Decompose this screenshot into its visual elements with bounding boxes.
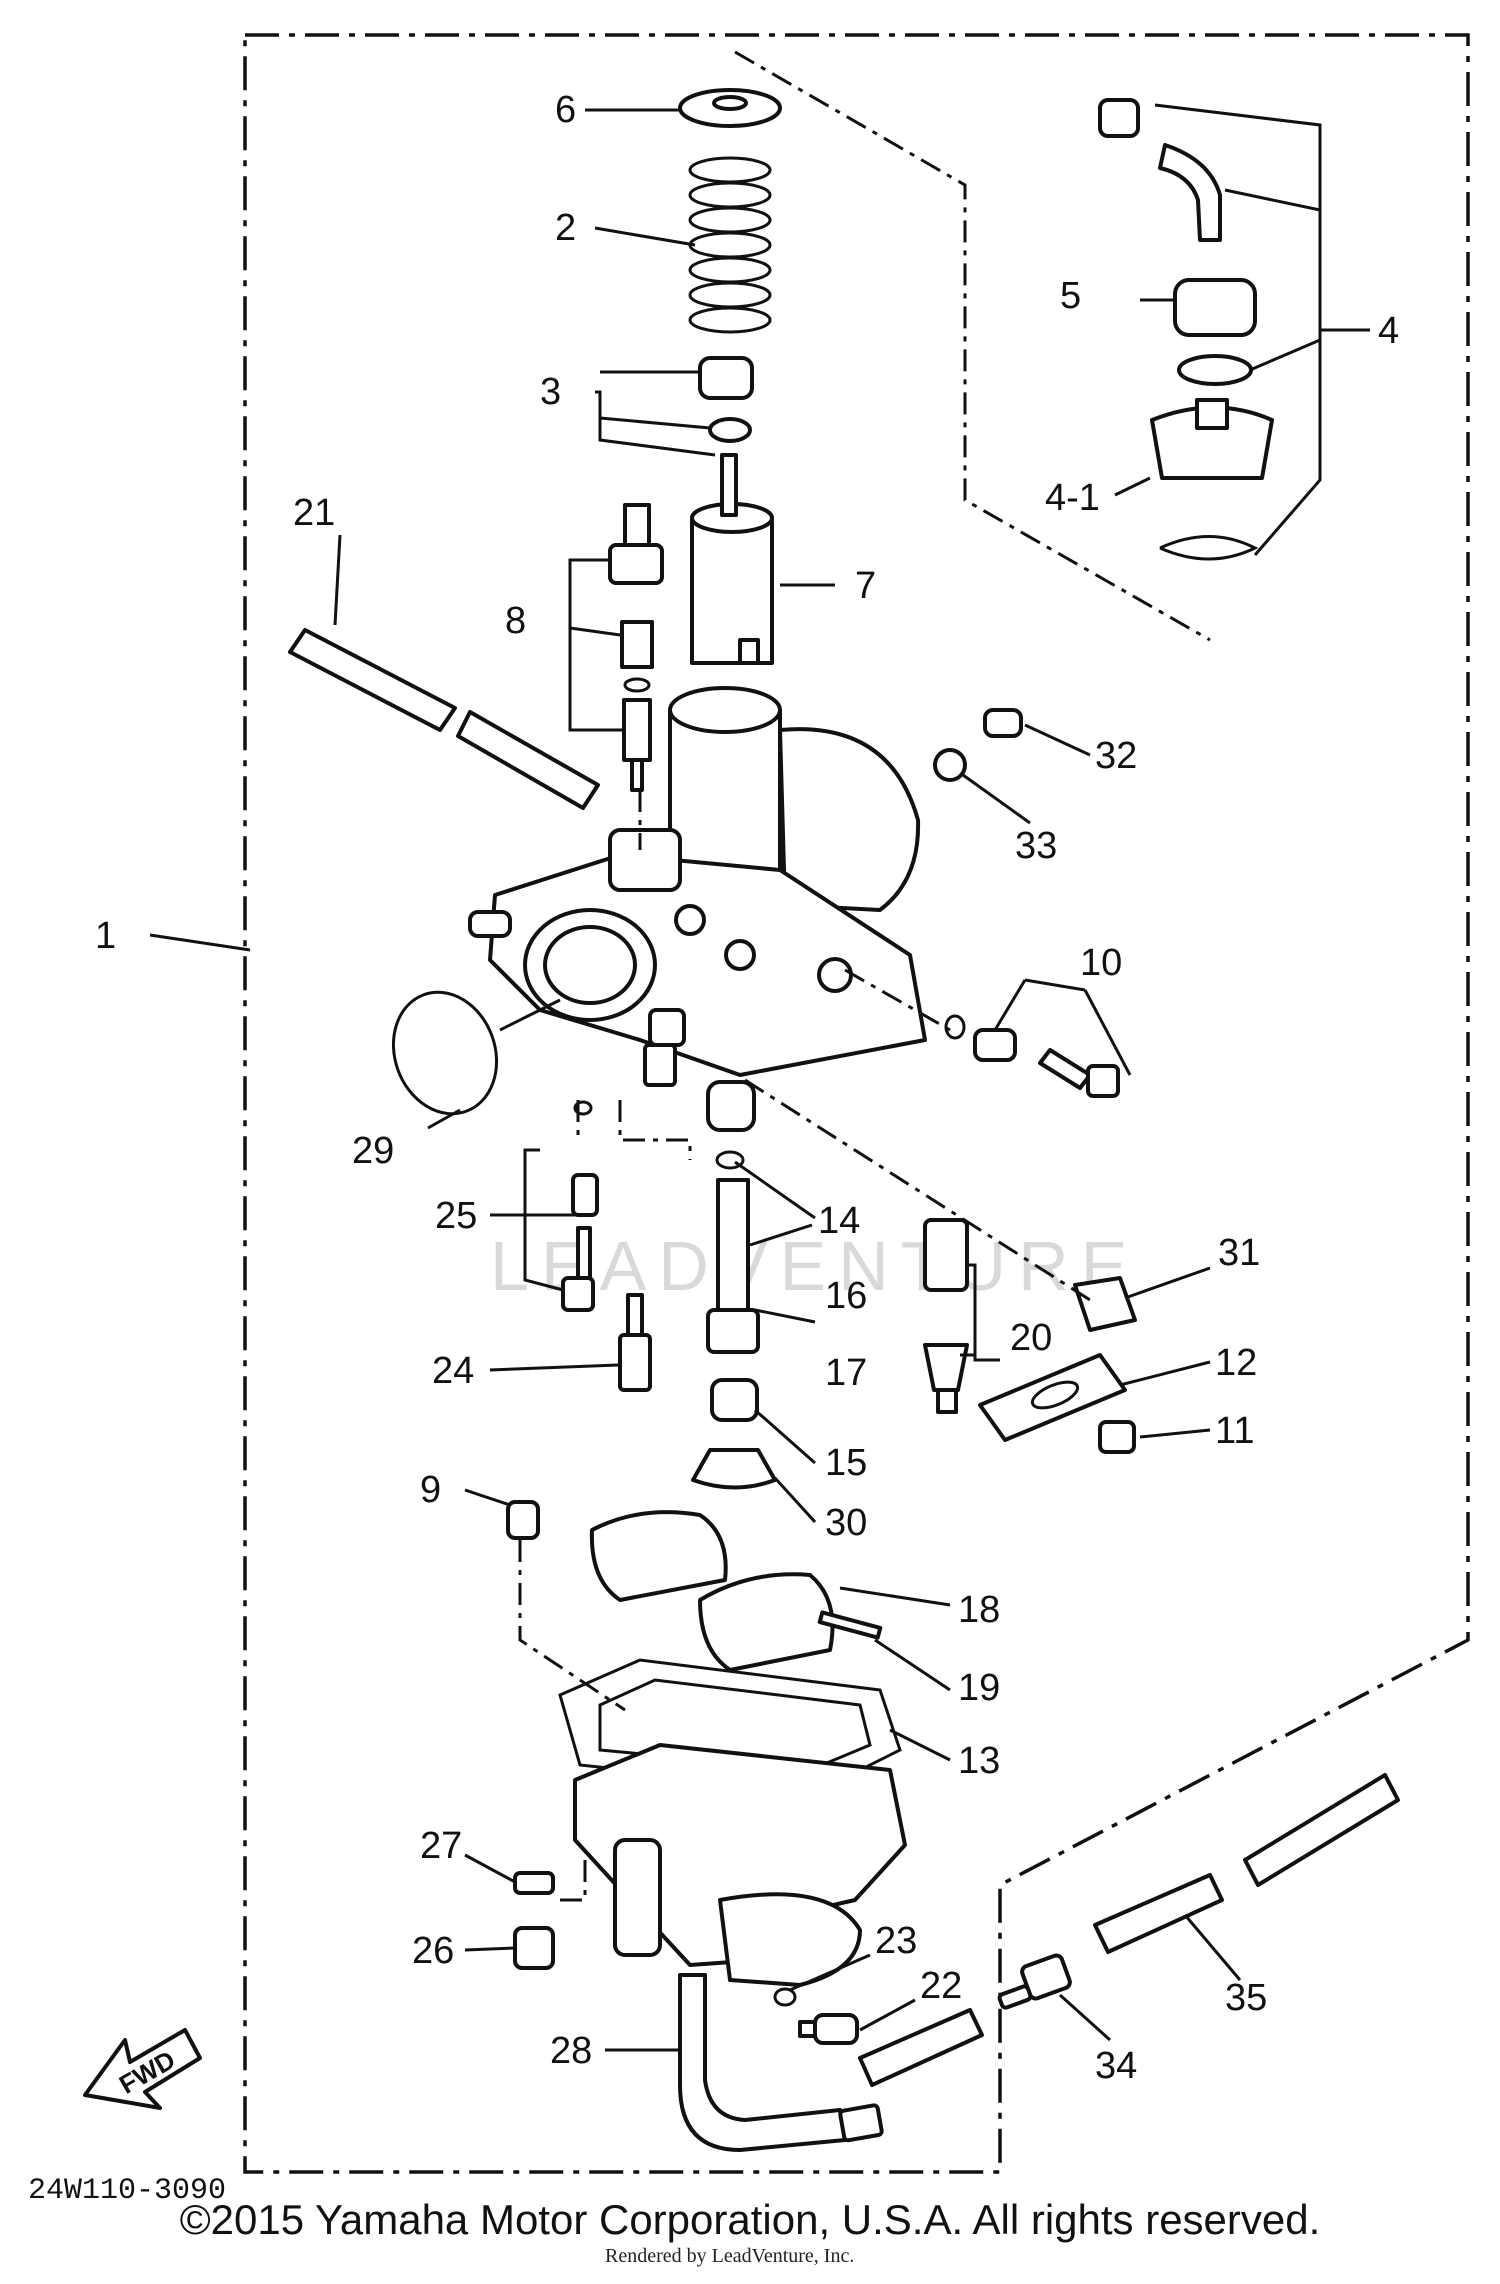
- callout-25: 25: [435, 1195, 477, 1237]
- part-13-gasket: [558, 1658, 902, 1792]
- part-20-pilot-jet: [923, 1218, 969, 1414]
- callout-19: 19: [958, 1667, 1000, 1709]
- callout-21: 21: [293, 492, 335, 534]
- part-25-pilot-screw: [561, 1100, 599, 1312]
- part-32-screw: [983, 708, 1023, 738]
- callout-29: 29: [352, 1130, 394, 1172]
- part-34-joint: [997, 1953, 1072, 2010]
- part-28-drain-hose: [678, 1973, 884, 2152]
- copyright-notice: ©2015 Yamaha Motor Corporation, U.S.A. A…: [179, 2196, 1321, 2243]
- callout-10: 10: [1080, 942, 1122, 984]
- callout-31: 31: [1218, 1232, 1260, 1274]
- callout-35: 35: [1225, 1977, 1267, 2019]
- callout-8: 8: [505, 600, 526, 642]
- callout-28: 28: [550, 2030, 592, 2072]
- part-14-needle-jet: [706, 1080, 756, 1132]
- part-12-plate: [978, 1353, 1127, 1442]
- part-27-washer: [513, 1871, 555, 1895]
- callout-6: 6: [555, 89, 576, 131]
- callout-34: 34: [1095, 2045, 1137, 2087]
- callout-14: 14: [818, 1200, 860, 1242]
- callout-26: 26: [412, 1930, 454, 1972]
- callout-3: 3: [540, 371, 561, 413]
- callout-16: 16: [825, 1275, 867, 1317]
- callout-9: 9: [420, 1469, 441, 1511]
- part-float-chamber: [573, 1743, 907, 1987]
- callout-33: 33: [1015, 825, 1057, 867]
- drawing-code: 24W110-3090: [28, 2174, 226, 2208]
- part-10-throttle-stop-screw: [944, 1014, 1120, 1098]
- part-4-cap-assembly: [1098, 98, 1274, 561]
- part-21-hose: [288, 628, 600, 810]
- callout-7: 7: [855, 565, 876, 607]
- part-8-starter-plunger: [608, 503, 664, 792]
- part-31-bracket: [1073, 1276, 1137, 1332]
- callout-13: 13: [958, 1740, 1000, 1782]
- callout-17: 17: [825, 1352, 867, 1394]
- leader-lines: [149, 103, 1370, 2052]
- callout-4: 4: [1378, 310, 1399, 352]
- part-16-o-ring: [715, 1150, 745, 1170]
- callout-18: 18: [958, 1589, 1000, 1631]
- part-29-o-ring: [391, 990, 499, 1116]
- callout-4-1: 4-1: [1045, 477, 1100, 519]
- rendered-by: Rendered by LeadVenture, Inc.: [605, 2245, 854, 2267]
- callout-22: 22: [920, 1965, 962, 2007]
- callout-15: 15: [825, 1442, 867, 1484]
- part-7-throttle-valve: [690, 453, 774, 665]
- assembly-boundary: [243, 33, 1470, 2174]
- part-33-washer: [933, 748, 967, 782]
- part-24-starter-jet: [618, 1293, 652, 1392]
- part-30-baffle: [691, 1448, 777, 1490]
- callout-23: 23: [875, 1920, 917, 1962]
- part-23-o-ring: [773, 1987, 797, 2007]
- callout-32: 32: [1095, 735, 1137, 777]
- cap-group-boundary: [734, 50, 1211, 642]
- part-9-screw: [506, 1500, 540, 1540]
- part-18-float: [589, 1510, 835, 1672]
- part-1-carburetor-body: [468, 686, 927, 1087]
- part-19-float-pin: [817, 1610, 883, 1640]
- callout-30: 30: [825, 1502, 867, 1544]
- callout-20: 20: [1010, 1317, 1052, 1359]
- callout-2: 2: [555, 207, 576, 249]
- part-35-hose: [858, 1773, 1400, 2087]
- callout-numbers: 1 2 3 4 4-1 5 6 7 8 9 10 11 12 13 14 15 …: [95, 89, 1399, 2087]
- part-6-spring-seat: [678, 88, 782, 128]
- part-11-screw: [1098, 1420, 1136, 1454]
- part-22-drain-screw: [798, 2013, 859, 2045]
- fwd-arrow-icon: FWD: [83, 2028, 202, 2110]
- watermark: LEADVENTURE: [490, 1227, 1139, 1305]
- part-17-main-jet-holder: [706, 1178, 760, 1354]
- part-26-drain-screw: [513, 1926, 555, 1970]
- callout-5: 5: [1060, 275, 1081, 317]
- callout-12: 12: [1215, 1342, 1257, 1384]
- callout-27: 27: [420, 1825, 462, 1867]
- part-2-throttle-spring: [688, 156, 772, 334]
- callout-24: 24: [432, 1350, 474, 1392]
- callout-1: 1: [95, 915, 116, 957]
- part-3-needle-clip: [698, 356, 754, 443]
- part-15-main-jet: [710, 1378, 759, 1422]
- callout-11: 11: [1215, 1410, 1254, 1452]
